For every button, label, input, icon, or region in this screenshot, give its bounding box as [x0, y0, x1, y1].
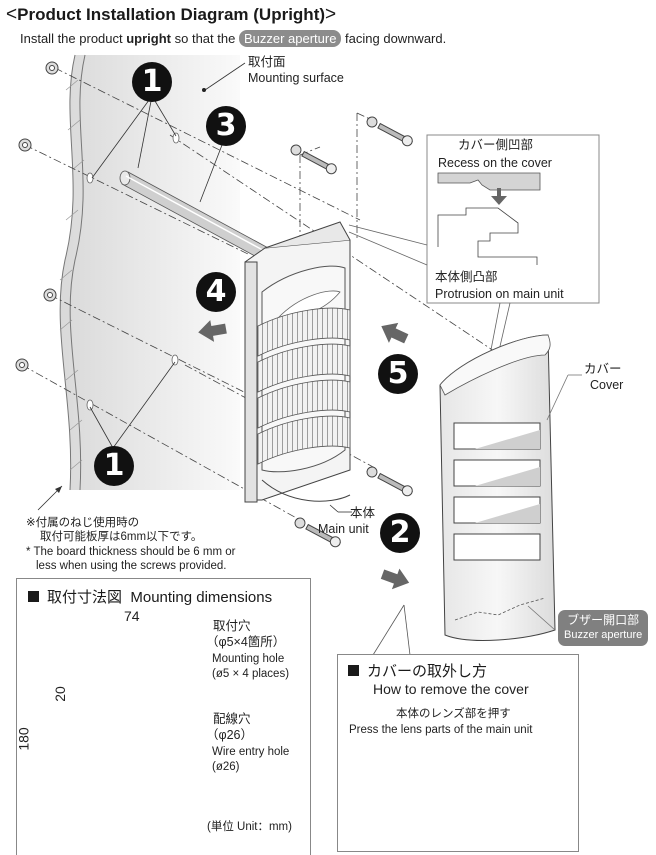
note-en-line2: less when using the screws provided.: [36, 560, 227, 572]
cover-label-jp: カバー: [584, 362, 622, 376]
recess-label-jp: カバー側凹部: [458, 138, 534, 152]
mounting-surface-label-en: Mounting surface: [248, 71, 344, 85]
recess-label-en: Recess on the cover: [438, 156, 552, 170]
step-4-badge: 4: [196, 272, 236, 312]
title-bracket-close: >: [325, 4, 337, 25]
wire-hole-label-jp: 配線穴: [213, 712, 251, 726]
subtitle-bold: upright: [126, 31, 171, 46]
mounting-surface: [59, 54, 241, 491]
remove-cover-title-jp: カバーの取外し方: [348, 660, 487, 681]
dim-width: 74: [124, 608, 140, 624]
step-5-badge: 5: [378, 354, 418, 394]
wire-hole-spec-en: (ø26): [212, 761, 240, 773]
main-unit: [244, 221, 351, 503]
mounting-dimensions-title: 取付寸法図 Mounting dimensions: [28, 586, 272, 607]
protrusion-label-en: Protrusion on main unit: [435, 287, 564, 301]
subtitle-text-2: so that the: [171, 31, 239, 46]
remove-cover-title-jp-text: カバーの取外し方: [367, 663, 488, 680]
wall-holes: [86, 132, 180, 411]
direction-arrows: [198, 320, 410, 590]
dim-height: 180: [15, 727, 32, 751]
step-3-badge: 3: [206, 106, 246, 146]
step-1-badge-bottom: 1: [94, 446, 134, 486]
remove-cover-instruction-en: Press the lens parts of the main unit: [349, 724, 533, 736]
mounting-surface-label-jp: 取付面: [248, 55, 286, 69]
unit-label: (単位 Unit：mm): [207, 821, 292, 833]
dim-offset: 20: [51, 686, 68, 702]
mounting-hole-label-en: Mounting hole: [212, 653, 285, 665]
note-jp-line2: 取付可能板厚は6mm以下です。: [40, 531, 203, 543]
main-unit-label-en: Main unit: [318, 522, 369, 536]
subtitle: Install the product upright so that the …: [20, 30, 446, 47]
mounting-dimensions-title-en: Mounting dimensions: [130, 589, 273, 606]
bullet-square-icon: [28, 591, 39, 602]
title-text: Product Installation Diagram (Upright): [17, 5, 326, 24]
screw-icons: [290, 116, 413, 548]
remove-cover-title-en: How to remove the cover: [373, 681, 529, 697]
mounting-hole-spec-jp: （φ5×4箇所）: [206, 635, 286, 649]
remove-cover-instruction-jp: 本体のレンズ部を押す: [396, 708, 511, 720]
buzzer-label-jp: ブザー開口部: [567, 613, 640, 627]
step-1-badge-top: 1: [132, 62, 172, 102]
wire-hole-spec-jp: （φ26）: [206, 728, 254, 742]
wire-hole-label-en: Wire entry hole: [212, 746, 290, 758]
mounting-dimensions-title-jp: 取付寸法図: [47, 589, 123, 606]
mounting-hole-label-jp: 取付穴: [213, 619, 251, 633]
step-2-badge: 2: [380, 513, 420, 553]
cover-label-en: Cover: [590, 378, 624, 392]
page-title: <Product Installation Diagram (Upright)>: [6, 4, 336, 26]
buzzer-label-en: Buzzer aperture: [564, 629, 643, 641]
mounting-hole-spec-en: (ø5 × 4 places): [212, 668, 290, 680]
protrusion-label-jp: 本体側凸部: [435, 270, 498, 284]
subtitle-text-1: Install the product: [20, 31, 127, 46]
recess-inset: [348, 134, 600, 356]
step1-leaders: [89, 95, 177, 449]
title-bracket-open: <: [6, 4, 18, 25]
note-en-line1: * The board thickness should be 6 mm or: [26, 546, 236, 558]
main-unit-label-jp: 本体: [350, 506, 376, 520]
note-jp-line1: ※付属のねじ使用時の: [26, 517, 140, 529]
cover: [439, 334, 556, 641]
subtitle-text-3: facing downward.: [341, 31, 447, 46]
buzzer-aperture-pill: Buzzer aperture: [238, 30, 342, 47]
remove-cover-box: [337, 654, 579, 852]
bullet-square-icon: [348, 665, 359, 676]
buzzer-aperture-label: ブザー開口部 Buzzer aperture: [558, 610, 649, 646]
nut-icons: [15, 61, 59, 372]
mounting-dimensions-box: [16, 578, 311, 855]
